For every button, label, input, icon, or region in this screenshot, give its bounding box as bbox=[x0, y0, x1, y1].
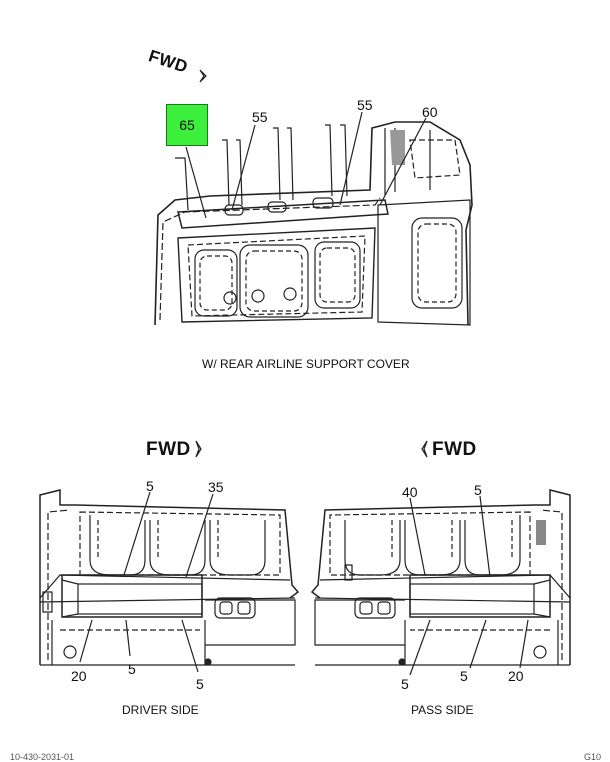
highlighted-callout-65[interactable]: 65 bbox=[166, 104, 208, 146]
callout-55-right: 55 bbox=[357, 97, 373, 113]
footer-page-code: G10 bbox=[584, 752, 602, 762]
pass-fwd-label: FWD bbox=[432, 439, 477, 460]
driver-fwd-label: FWD bbox=[146, 439, 191, 460]
footer-document-number: 10-430-2031-01 bbox=[10, 752, 75, 762]
pass-callout-5-left: 5 bbox=[401, 676, 409, 692]
callout-55-left: 55 bbox=[252, 109, 268, 125]
driver-callout-20: 20 bbox=[71, 668, 87, 684]
pass-callout-40: 40 bbox=[402, 484, 418, 500]
pass-callout-5-top: 5 bbox=[474, 482, 482, 498]
driver-callout-5-mid: 5 bbox=[128, 661, 136, 677]
pass-callout-5-mid: 5 bbox=[460, 668, 468, 684]
callout-65-label: 65 bbox=[179, 117, 195, 133]
driver-callout-5-top: 5 bbox=[146, 478, 154, 494]
callout-60: 60 bbox=[422, 104, 438, 120]
pass-side-caption: PASS SIDE bbox=[411, 703, 474, 717]
driver-side-caption: DRIVER SIDE bbox=[122, 703, 199, 717]
top-caption: W/ REAR AIRLINE SUPPORT COVER bbox=[202, 357, 410, 371]
driver-callout-35: 35 bbox=[208, 479, 224, 495]
pass-callout-20: 20 bbox=[508, 668, 524, 684]
driver-callout-5-right: 5 bbox=[196, 676, 204, 692]
